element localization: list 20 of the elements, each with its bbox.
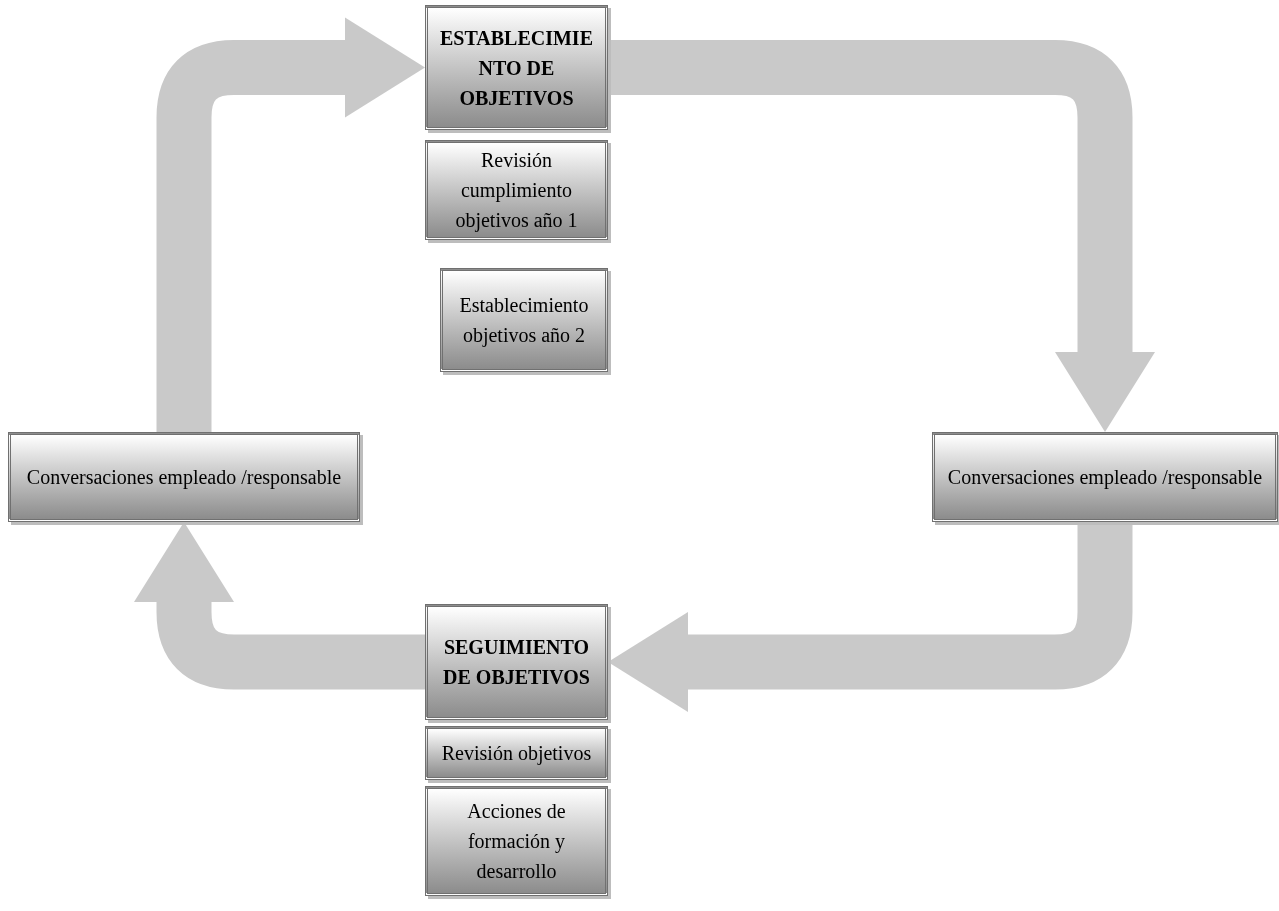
process-box (932, 432, 1278, 522)
process-box (425, 5, 608, 130)
box-text: Acciones de formación y desarrollo (466, 799, 567, 884)
process-box (425, 140, 608, 240)
curved-arrow (134, 522, 425, 690)
box-text: SEGUIMIENTO DE OBJETIVOS (442, 635, 591, 690)
process-box (425, 726, 608, 780)
box-text: Revisión cumplimiento objetivos año 1 (454, 148, 579, 234)
process-box (440, 268, 608, 372)
process-box (425, 786, 608, 896)
curved-arrow (156, 17, 425, 432)
curved-arrow (608, 522, 1133, 712)
box-text: Conversaciones empleado /responsable (946, 465, 1264, 491)
process-box (425, 604, 608, 720)
box-text: Revisión objetivos (440, 741, 593, 767)
box-text: Conversaciones empleado /responsable (25, 465, 343, 491)
box-text: Establecimiento objetivos año 2 (458, 293, 590, 349)
process-box (8, 432, 360, 522)
box-text: ESTABLECIMIENTO DE OBJETIVOS (439, 25, 594, 111)
curved-arrow (608, 40, 1155, 432)
